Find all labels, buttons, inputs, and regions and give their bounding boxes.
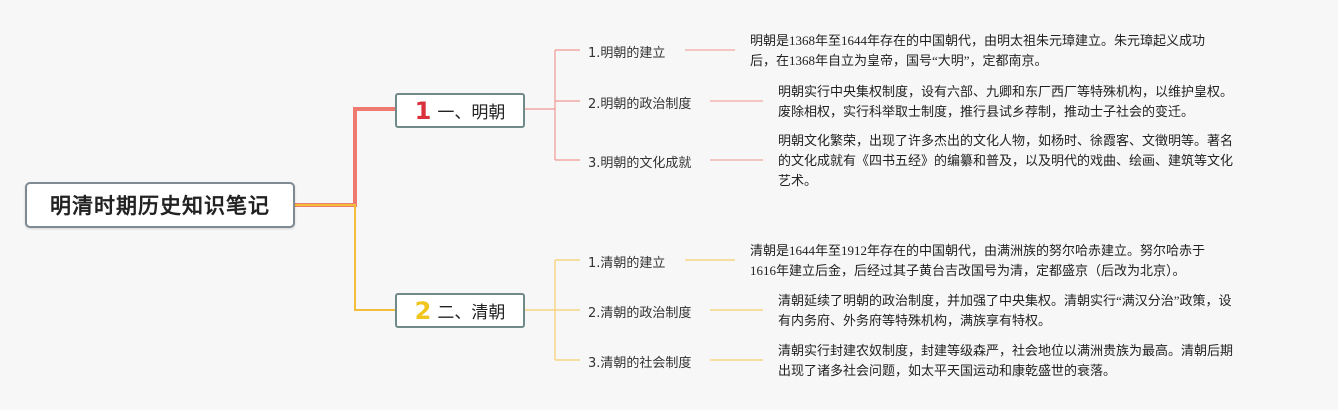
desc-line: 清朝延续了明朝的政治制度，并加强了中央集权。清朝实行“满汉分治”政策，设 <box>778 293 1232 308</box>
root-node[interactable]: 明清时期历史知识笔记 <box>25 182 295 228</box>
desc-qing-politics: 清朝延续了明朝的政治制度，并加强了中央集权。清朝实行“满汉分治”政策，设 有内务… <box>778 291 1232 331</box>
root-to-ming-line <box>295 107 395 207</box>
desc-line: 清朝是1644年至1912年存在的中国朝代，由满洲族的努尔哈赤建立。努尔哈赤于 <box>750 243 1206 258</box>
branch-number-icon: 1 <box>414 96 432 125</box>
desc-line: 废除相权，实行科举取士制度，推行县试乡荐制，推动士子社会的变迁。 <box>778 104 1195 119</box>
branch-label: 一、明朝 <box>437 103 506 123</box>
branch-label: 二、清朝 <box>437 303 506 323</box>
topic-qing-society[interactable]: 3.清朝的社会制度 <box>588 356 692 371</box>
branch-ming[interactable]: 1 一、明朝 <box>395 93 525 128</box>
desc-line: 艺术。 <box>778 173 818 188</box>
topic-ming-founding[interactable]: 1.明朝的建立 <box>588 46 666 61</box>
desc-line: 1616年建立后金，后经过其子黄台吉改国号为清，定都盛京（后改为北京）。 <box>750 263 1186 278</box>
desc-line: 明朝是1368年至1644年存在的中国朝代，由明太祖朱元璋建立。朱元璋起义成功 <box>750 33 1206 48</box>
topic-qing-politics[interactable]: 2.清朝的政治制度 <box>588 306 692 321</box>
topic-qing-founding[interactable]: 1.清朝的建立 <box>588 256 666 271</box>
branch-number-icon: 2 <box>414 296 432 325</box>
root-title: 明清时期历史知识笔记 <box>50 194 270 218</box>
topic-ming-culture[interactable]: 3.明朝的文化成就 <box>588 156 692 171</box>
desc-line: 的文化成就有《四书五经》的编纂和普及，以及明代的戏曲、绘画、建筑等文化 <box>778 153 1234 168</box>
branch-qing[interactable]: 2 二、清朝 <box>395 293 525 328</box>
desc-ming-politics: 明朝实行中央集权制度，设有六部、九卿和东厂西厂等特殊机构，以维护皇权。 废除相权… <box>778 82 1233 122</box>
desc-line: 出现了诸多社会问题，如太平天国运动和康乾盛世的衰落。 <box>778 363 1117 378</box>
desc-line: 清朝实行封建农奴制度，封建等级森严，社会地位以满洲贵族为最高。清朝后期 <box>778 343 1234 358</box>
desc-line: 后，在1368年自立为皇帝，国号“大明”，定都南京。 <box>750 53 1048 68</box>
root-to-qing-line <box>295 204 395 311</box>
ming-topic-lines <box>525 49 580 161</box>
desc-ming-culture: 明朝文化繁荣，出现了许多杰出的文化人物，如杨时、徐霞客、文徵明等。著名 的文化成… <box>778 131 1233 191</box>
topic-ming-politics[interactable]: 2.明朝的政治制度 <box>588 97 692 112</box>
qing-topic-lines <box>525 259 580 361</box>
desc-qing-founding: 清朝是1644年至1912年存在的中国朝代，由满洲族的努尔哈赤建立。努尔哈赤于 … <box>750 241 1205 281</box>
desc-line: 明朝文化繁荣，出现了许多杰出的文化人物，如杨时、徐霞客、文徵明等。著名 <box>778 133 1234 148</box>
desc-qing-society: 清朝实行封建农奴制度，封建等级森严，社会地位以满洲贵族为最高。清朝后期 出现了诸… <box>778 341 1233 381</box>
desc-line: 明朝实行中央集权制度，设有六部、九卿和东厂西厂等特殊机构，以维护皇权。 <box>778 84 1234 99</box>
desc-line: 有内务府、外务府等特殊机构，满族享有特权。 <box>778 313 1052 328</box>
desc-ming-founding: 明朝是1368年至1644年存在的中国朝代，由明太祖朱元璋建立。朱元璋起义成功 … <box>750 31 1205 71</box>
